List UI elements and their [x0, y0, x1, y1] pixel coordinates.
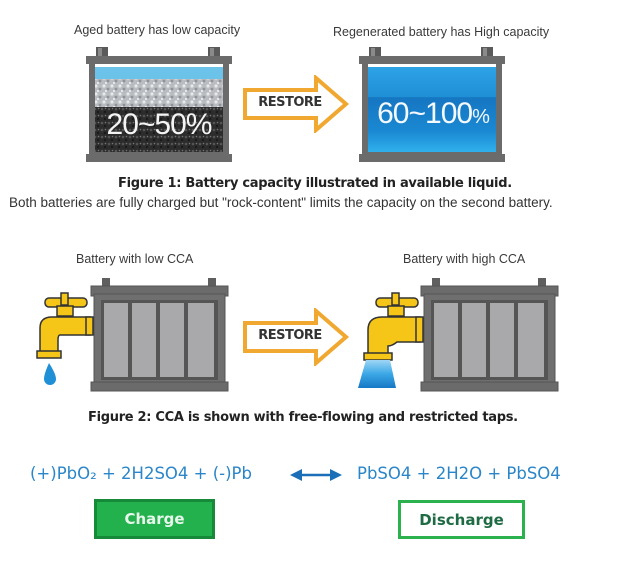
aged-battery-label: Aged battery has low capacity — [74, 23, 241, 37]
rock-layer-dark — [95, 107, 223, 152]
restore-arrow-icon — [243, 75, 350, 133]
tap-icon — [36, 292, 94, 359]
aged-capacity-value: 20~50% — [106, 108, 213, 141]
aged-battery-illustration — [86, 47, 232, 162]
figure-1-title: Figure 1: Battery capacity illustrated i… — [118, 176, 512, 191]
battery-terminal-right — [208, 47, 220, 57]
battery-terminal-left — [369, 47, 381, 57]
battery-terminal-left — [96, 47, 108, 57]
high-cca-label: Battery with high CCA — [403, 252, 526, 266]
liquid-full — [368, 67, 496, 152]
figure-1-note: Both batteries are fully charged but "ro… — [9, 195, 553, 210]
battery-terminal-right — [481, 47, 493, 57]
low-cca-label: Battery with low CCA — [76, 252, 194, 266]
capacity-percent: % — [472, 106, 490, 128]
charge-button[interactable]: Charge — [94, 499, 215, 539]
restore-label: RESTORE — [258, 328, 322, 343]
double-arrow-icon — [290, 469, 342, 481]
liquid-layer — [95, 67, 223, 81]
battery — [420, 278, 559, 392]
figure-2-title: Figure 2: CCA is shown with free-flowing… — [88, 410, 518, 425]
equation-products: PbSO4 + 2H2O + PbSO4 — [357, 464, 561, 483]
battery-lid — [86, 56, 232, 64]
equation-reactants: (+)PbO₂ + 2H2SO4 + (-)Pb — [30, 464, 252, 483]
regenerated-capacity-value: 60~100% — [366, 97, 500, 131]
regenerated-battery-illustration — [359, 47, 505, 162]
discharge-button[interactable]: Discharge — [398, 500, 525, 539]
rock-layer-light — [95, 79, 223, 109]
restore-label: RESTORE — [258, 95, 322, 110]
regenerated-battery-label: Regenerated battery has High capacity — [333, 25, 550, 39]
water-stream-icon — [358, 360, 396, 388]
battery — [90, 278, 229, 392]
water-drop-icon — [44, 363, 56, 385]
low-cca-battery-illustration — [36, 278, 229, 392]
high-cca-battery-illustration — [358, 278, 559, 392]
tap-icon — [363, 292, 424, 361]
capacity-number: 60~100 — [377, 97, 473, 130]
restore-arrow-icon — [243, 308, 350, 366]
